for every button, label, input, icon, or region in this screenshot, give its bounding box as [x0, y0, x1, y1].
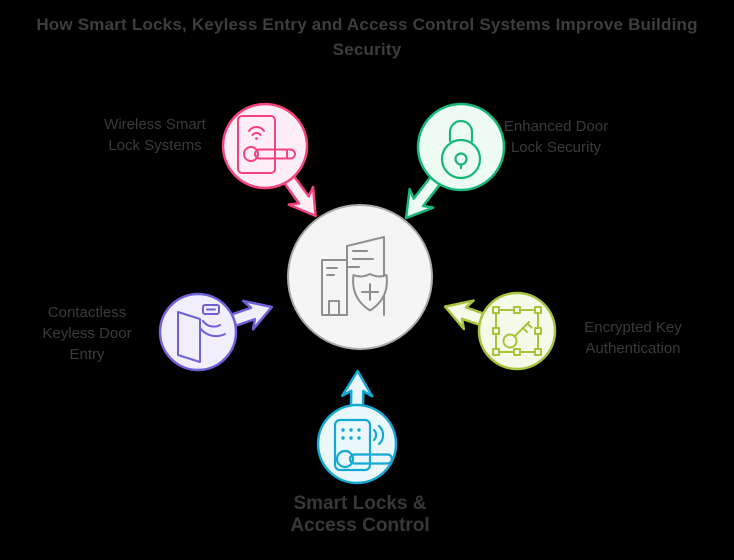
- label-line: Encrypted Key: [584, 319, 682, 336]
- key-chip-arrow: [443, 299, 485, 331]
- label-line: Authentication: [585, 340, 681, 357]
- smart-lock-node: [221, 102, 309, 190]
- diagram-title-line1: How Smart Locks, Keyless Entry and Acces…: [36, 15, 624, 34]
- label-line: Smart Locks &: [293, 493, 427, 514]
- building-with-shield-icon: [321, 236, 388, 316]
- label-wireless-smart-lock: Wireless Smart Lock Systems: [96, 114, 214, 156]
- label-line: Lock Systems: [108, 137, 202, 154]
- label-line: Entry: [69, 346, 105, 363]
- label-smart-access: Smart Locks & Access Control: [257, 493, 463, 537]
- keypad-lock-node: [316, 403, 398, 485]
- door-sensor-node: [158, 292, 238, 372]
- door-sensor-arrow: [230, 299, 274, 331]
- label-line: Enhanced Door: [503, 118, 609, 135]
- label-encrypted-key: Encrypted Key Authentication: [564, 317, 702, 359]
- padlock-node: [416, 102, 506, 192]
- keypad-lock-arrow: [340, 369, 374, 408]
- label-contactless-entry: Contactless Keyless Door Entry: [24, 302, 150, 365]
- padlock-arrow: [404, 176, 441, 220]
- label-line: Wireless Smart: [104, 116, 206, 133]
- label-line: Access Control: [290, 515, 430, 536]
- diagram-title: How Smart Locks, Keyless Entry and Acces…: [0, 12, 734, 62]
- label-enhanced-lock-security: Enhanced Door Lock Security: [492, 116, 620, 158]
- label-line: Contactless: [47, 304, 127, 321]
- key-chip-node: [477, 291, 557, 371]
- keypad-lock-signal-icon: [333, 418, 394, 472]
- smart-lock-arrow: [281, 173, 317, 218]
- label-line: Keyless Door: [42, 325, 132, 342]
- center-building-node: [287, 204, 433, 350]
- smart-lock-handle-wifi-icon: [237, 115, 296, 174]
- padlock-icon: [440, 119, 482, 180]
- label-line: Lock Security: [510, 139, 602, 156]
- door-sensor-wifi-icon: [177, 304, 226, 363]
- key-circuit-chip-icon: [492, 306, 542, 356]
- diagram-title-line2: Building Security: [332, 15, 698, 59]
